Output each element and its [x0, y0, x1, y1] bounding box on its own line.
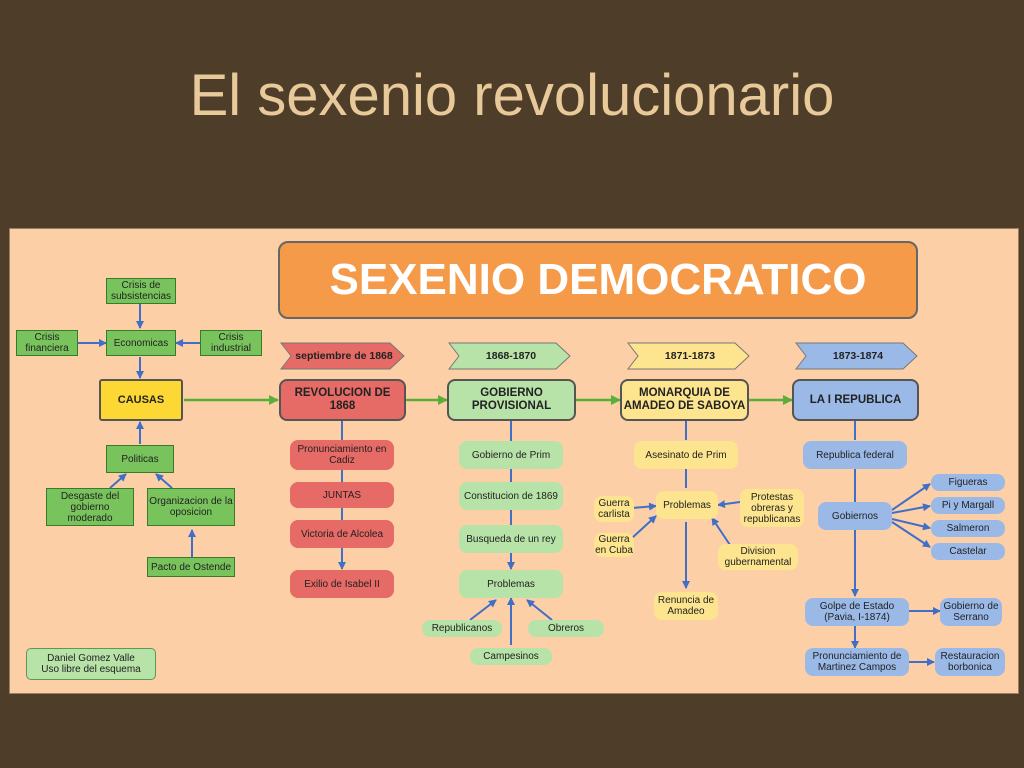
desgaste-node: Desgaste del gobierno moderado	[46, 488, 134, 526]
credit-box: Daniel Gomez Valle Uso libre del esquema	[26, 648, 156, 680]
guerra-carlista-node: Guerra carlista	[594, 496, 634, 522]
period-label: 1868-1870	[485, 349, 537, 362]
renuncia-node: Renuncia de Amadeo	[654, 592, 718, 620]
slide-title: El sexenio revolucionario	[189, 63, 835, 128]
problema-item: Obreros	[528, 620, 604, 637]
monarquia-node: MONARQUIA DE AMADEO DE SABOYA	[620, 379, 749, 421]
problemas-node: Problemas	[656, 491, 718, 519]
problema-item: Campesinos	[470, 648, 552, 665]
diagram-title: SEXENIO DEMOCRATICO	[278, 241, 918, 319]
crisis-financiera-node: Crisis financiera	[16, 330, 78, 356]
gobierno-item: Problemas	[459, 570, 563, 598]
period-label: 1873-1874	[832, 349, 884, 362]
period-label: septiembre de 1868	[295, 349, 393, 362]
pacto-ostende-node: Pacto de Ostende	[147, 557, 235, 577]
period-banner	[794, 342, 918, 370]
period-label: 1871-1873	[664, 349, 716, 362]
politicas-node: Politicas	[106, 445, 174, 473]
gobierno-provisional-node: GOBIERNO PROVISIONAL	[447, 379, 576, 421]
period-banner	[626, 342, 750, 370]
republica-node: LA I REPUBLICA	[792, 379, 919, 421]
gobiernos-node: Gobiernos	[818, 502, 892, 530]
division-node: Division gubernamental	[718, 544, 798, 570]
gobierno-item: Gobierno de Prim	[459, 441, 563, 469]
revolucion-item: JUNTAS	[290, 482, 394, 508]
period-banner	[447, 342, 571, 370]
revolucion-item: Pronunciamiento en Cadiz	[290, 440, 394, 470]
asesinato-prim-node: Asesinato de Prim	[634, 441, 738, 469]
presidente-item: Figueras	[931, 474, 1005, 491]
causas-node: CAUSAS	[99, 379, 183, 421]
organizacion-node: Organizacion de la oposicion	[147, 488, 235, 526]
guerra-cuba-node: Guerra en Cuba	[594, 533, 634, 557]
restauracion-node: Restauracion borbonica	[935, 648, 1005, 676]
presidente-item: Salmeron	[931, 520, 1005, 537]
pronunciamiento-node: Pronunciamiento de Martinez Campos	[805, 648, 909, 676]
economicas-node: Economicas	[106, 330, 176, 356]
gobierno-item: Busqueda de un rey	[459, 525, 563, 553]
revolucion-item: Exilio de Isabel II	[290, 570, 394, 598]
crisis-subsistencias-node: Crisis de subsistencias	[106, 278, 176, 304]
presidente-item: Castelar	[931, 543, 1005, 560]
gobierno-item: Constitucion de 1869	[459, 482, 563, 510]
republica-federal-node: Republica federal	[803, 441, 907, 469]
crisis-industrial-node: Crisis industrial	[200, 330, 262, 356]
revolucion-node: REVOLUCION DE 1868	[279, 379, 406, 421]
presidente-item: Pi y Margall	[931, 497, 1005, 514]
golpe-estado-node: Golpe de Estado (Pavia, I-1874)	[805, 598, 909, 626]
protestas-node: Protestas obreras y republicanas	[740, 489, 804, 527]
period-banner	[279, 342, 405, 370]
revolucion-item: Victoria de Alcolea	[290, 520, 394, 548]
problema-item: Republicanos	[422, 620, 502, 637]
gobierno-serrano-node: Gobierno de Serrano	[940, 598, 1002, 626]
